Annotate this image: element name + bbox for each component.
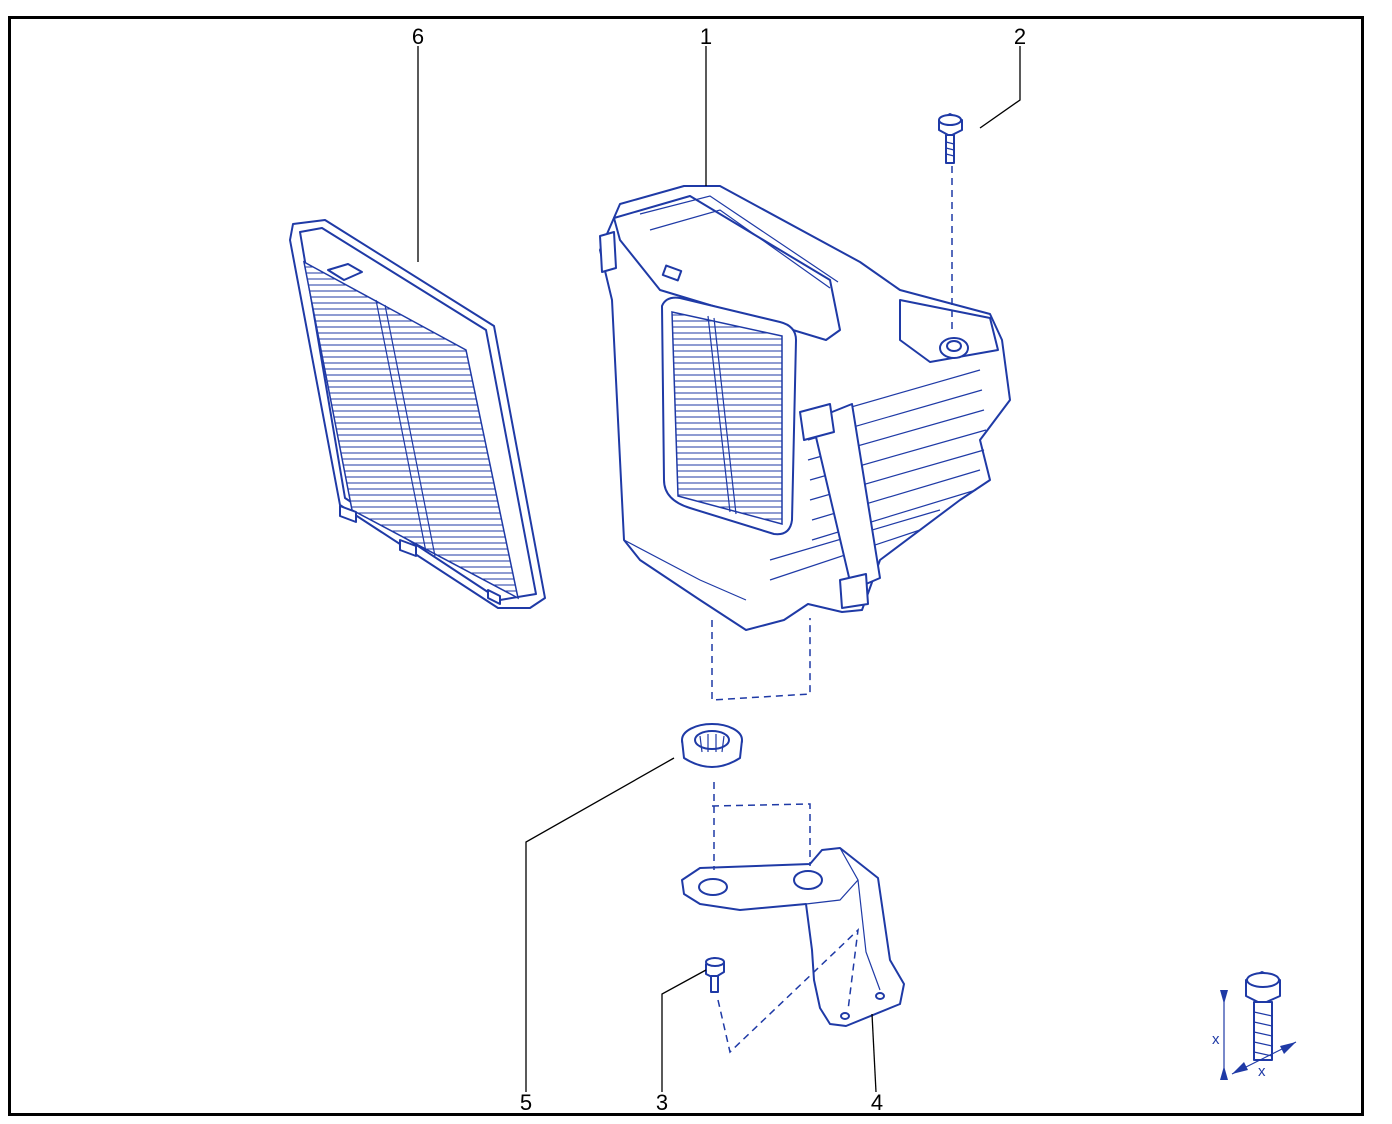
callout-4: 4	[871, 1090, 883, 1115]
callout-6: 6	[412, 24, 424, 49]
mounting-bracket	[681, 847, 905, 1027]
callout-5: 5	[520, 1090, 532, 1115]
leader-lines	[417, 46, 1021, 1093]
mounting-grommet	[681, 723, 743, 768]
assembly-lines	[711, 618, 860, 1054]
callout-2: 2	[1014, 24, 1026, 49]
torque-width-label: x	[1258, 1063, 1266, 1080]
torque-height-label: x	[1212, 1031, 1220, 1048]
callout-3: 3	[656, 1090, 668, 1115]
air-cleaner-housing	[599, 185, 1011, 631]
upper-bolt	[938, 113, 963, 334]
torque-spec-symbol: x x	[1212, 971, 1297, 1080]
lower-bolt	[705, 957, 725, 993]
callout-1: 1	[700, 24, 712, 49]
air-filter-element	[289, 219, 546, 609]
